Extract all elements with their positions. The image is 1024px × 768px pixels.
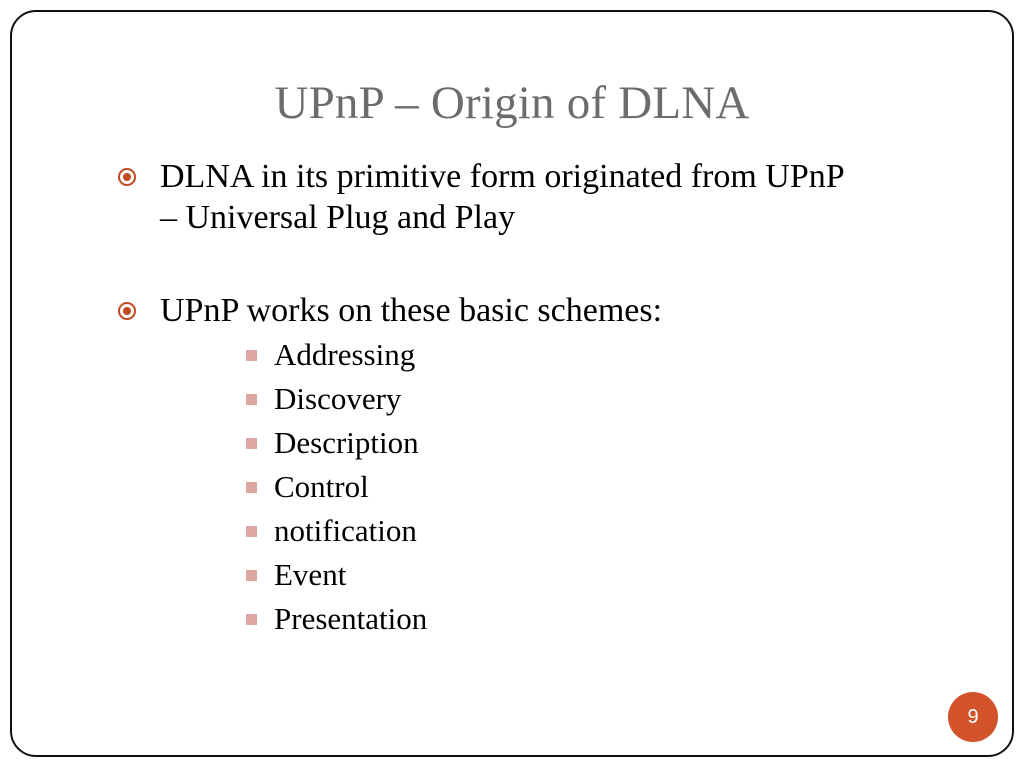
sub-bullet-text: Description	[274, 425, 419, 460]
page-number-badge: 9	[948, 692, 998, 742]
square-bullet-icon	[246, 570, 257, 581]
list-item: Event	[242, 553, 992, 597]
sub-bullet-list: Addressing Discovery Description Control…	[160, 333, 992, 641]
bullet-text: DLNA in its primitive form originated fr…	[160, 158, 845, 236]
square-bullet-icon	[246, 438, 257, 449]
list-item: Discovery	[242, 377, 992, 421]
page-title: UPnP – Origin of DLNA	[274, 77, 750, 129]
list-item: Presentation	[242, 597, 992, 641]
list-item: Control	[242, 465, 992, 509]
sub-bullet-text: notification	[274, 513, 417, 548]
list-item: Description	[242, 421, 992, 465]
square-bullet-icon	[246, 526, 257, 537]
bullet-text: UPnP works on these basic schemes:	[160, 292, 663, 329]
bullet-item: UPnP works on these basic schemes: Addre…	[112, 290, 992, 641]
square-bullet-icon	[246, 482, 257, 493]
list-item: Addressing	[242, 333, 992, 377]
sub-bullet-text: Event	[274, 557, 347, 592]
list-item: notification	[242, 509, 992, 553]
target-dot-bullet-icon	[118, 168, 136, 186]
sub-bullet-text: Addressing	[274, 337, 416, 372]
slide-body: DLNA in its primitive form originated fr…	[112, 156, 992, 641]
square-bullet-icon	[246, 394, 257, 405]
target-dot-bullet-icon	[118, 302, 136, 320]
sub-bullet-text: Presentation	[274, 601, 428, 636]
bullet-item: DLNA in its primitive form originated fr…	[112, 156, 992, 238]
square-bullet-icon	[246, 614, 257, 625]
square-bullet-icon	[246, 350, 257, 361]
sub-bullet-text: Discovery	[274, 381, 402, 416]
sub-bullet-text: Control	[274, 469, 369, 504]
